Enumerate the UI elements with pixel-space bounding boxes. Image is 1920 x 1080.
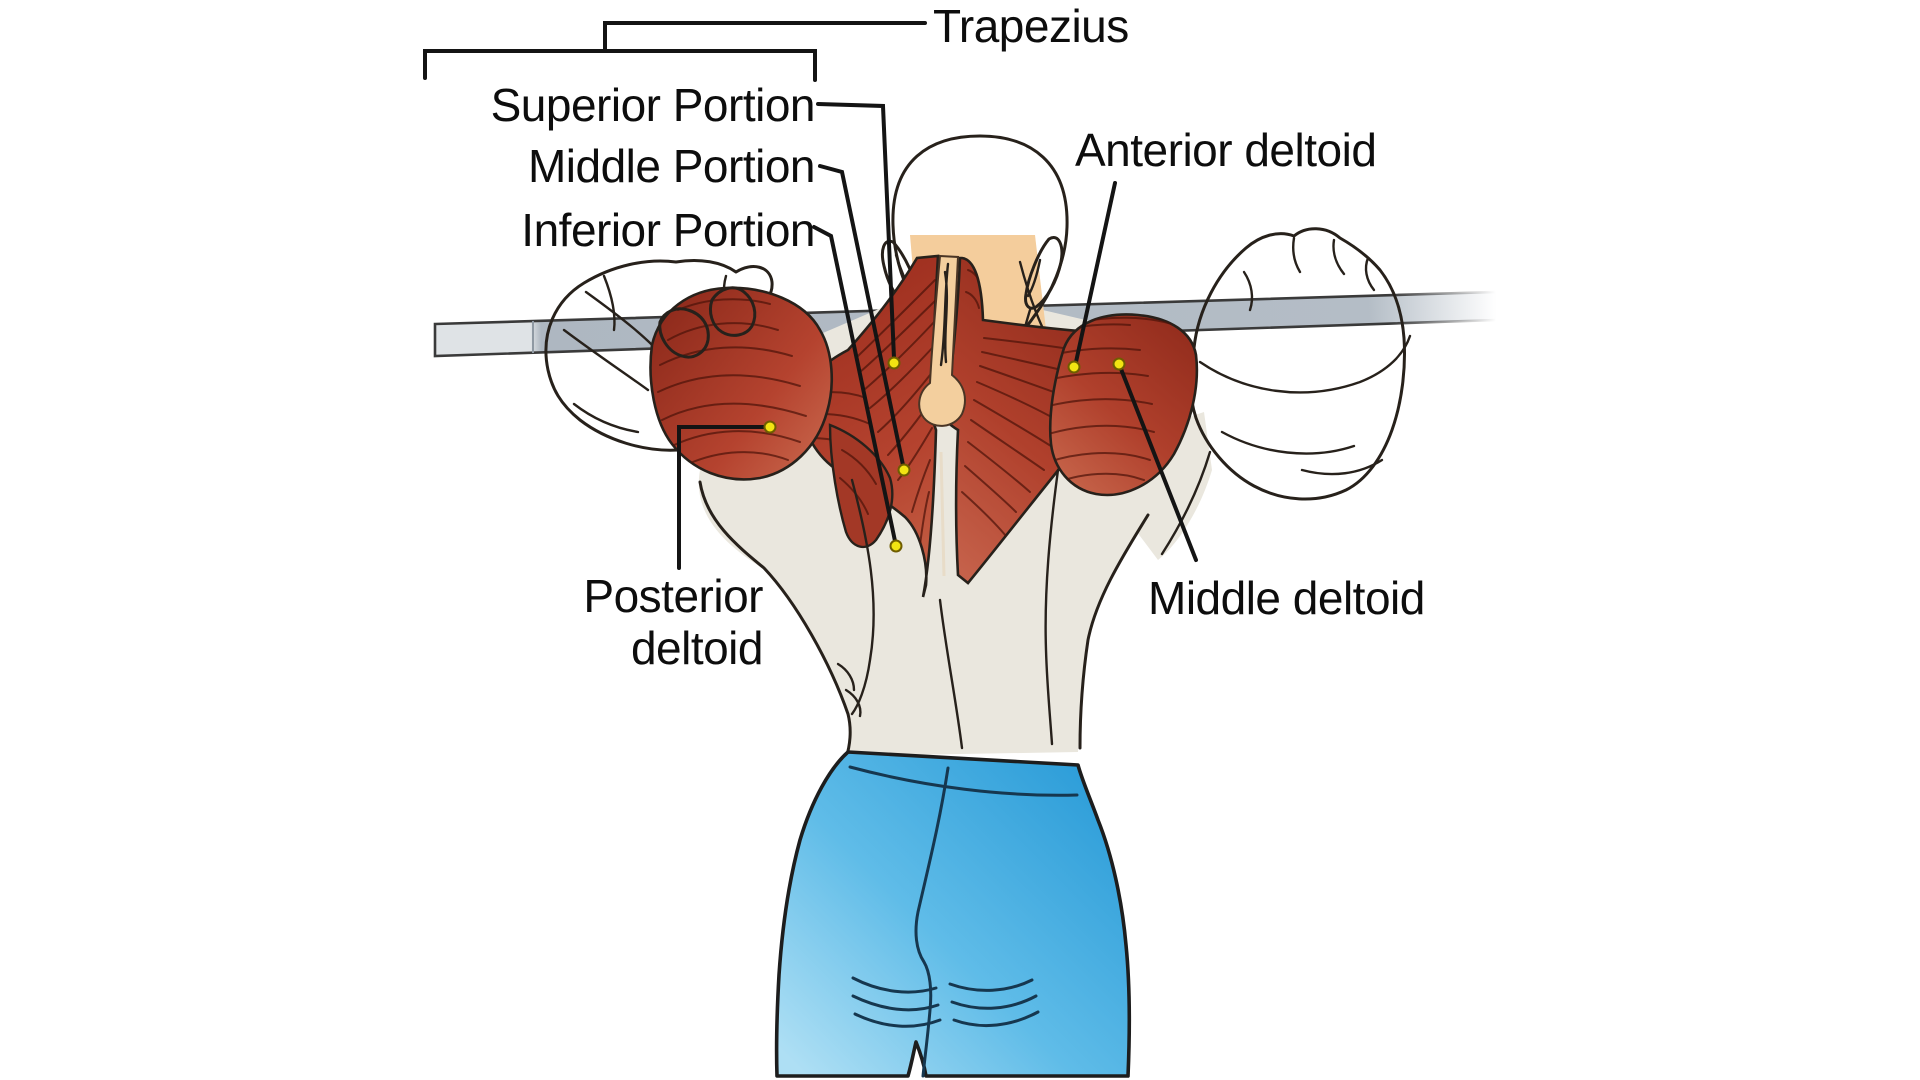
shorts	[774, 750, 1132, 1078]
label-trapezius: Trapezius	[933, 0, 1129, 52]
label-inferior-portion: Inferior Portion	[521, 204, 815, 256]
label-superior-portion: Superior Portion	[490, 79, 816, 131]
superior-portion-leader-line	[816, 102, 896, 360]
anterior-deltoid-leader-line	[1074, 181, 1117, 364]
label-middle-portion: Middle Portion	[527, 140, 816, 192]
right-arm	[1160, 227, 1412, 556]
label-anterior-deltoid: Anterior deltoid	[1075, 124, 1377, 176]
posterior-deltoid-leader-line	[677, 425, 767, 570]
middle-deltoid-dot	[1112, 357, 1126, 371]
middle-deltoid-leader-line	[1119, 367, 1198, 562]
label-posterior-deltoid: Posterior deltoid	[583, 570, 763, 674]
shorts-seams	[848, 765, 1079, 1078]
middle-portion-dot	[897, 463, 911, 477]
trapezius-muscle	[801, 254, 1154, 599]
posterior-deltoid-dot	[763, 420, 777, 434]
left-hand-fingers	[658, 286, 757, 359]
superior-portion-dot	[887, 356, 901, 370]
trapezius-leader-line	[603, 21, 927, 53]
inferior-portion-leader-line	[812, 225, 897, 543]
back-contours	[698, 468, 1150, 760]
trapezius-bracket	[423, 49, 817, 82]
leader-lines	[423, 21, 1198, 570]
nuchal-strip	[918, 254, 966, 427]
label-posterior-deltoid-line2: deltoid	[630, 622, 764, 674]
inferior-portion-dot	[889, 539, 903, 553]
label-middle-deltoid: Middle deltoid	[1148, 572, 1425, 624]
annotation-dots	[763, 356, 1126, 553]
right-ear	[1024, 236, 1064, 310]
middle-portion-leader-line	[818, 164, 905, 467]
label-posterior-deltoid-line1: Posterior	[583, 570, 763, 622]
anterior-deltoid-dot	[1067, 360, 1081, 374]
